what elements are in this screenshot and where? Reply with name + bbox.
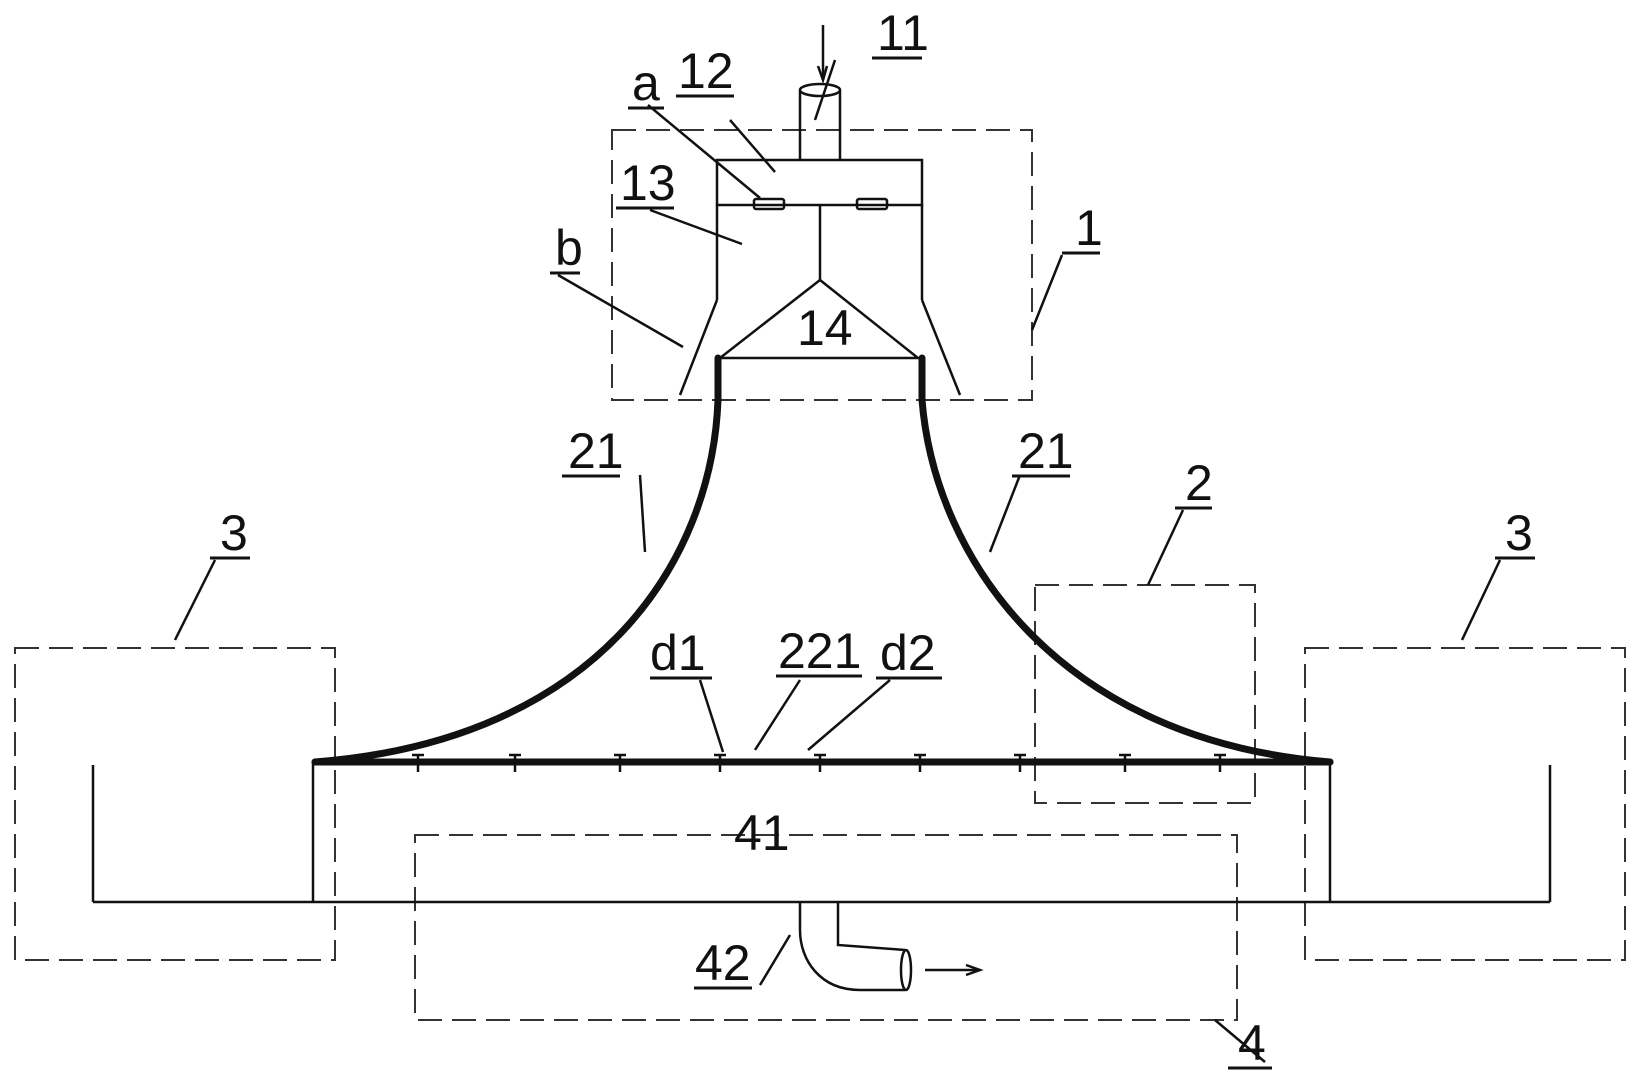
label-14: 14 (797, 300, 853, 356)
label-11: 11 (877, 5, 929, 61)
label-d2: d2 (880, 625, 936, 681)
label-41: 41 (734, 805, 790, 861)
label-12: 12 (678, 43, 734, 99)
inlet-pipe (798, 25, 842, 160)
label-b: b (555, 220, 583, 276)
label-1: 1 (1075, 200, 1103, 256)
label-21-left: 21 (568, 423, 624, 479)
label-d1: d1 (650, 625, 706, 681)
label-a: a (632, 55, 660, 111)
leader-lines (173, 59, 1502, 1063)
label-3-right: 3 (1505, 505, 1533, 561)
label-2: 2 (1185, 455, 1213, 511)
base-plate (311, 753, 1334, 772)
region-3-left-box (14, 647, 336, 961)
label-42: 42 (695, 935, 751, 991)
region-2-box (1034, 584, 1256, 804)
label-13: 13 (620, 155, 676, 211)
label-21-right: 21 (1018, 423, 1074, 479)
label-4: 4 (1238, 1015, 1266, 1071)
basin (91, 762, 1552, 904)
region-1-box (611, 129, 1033, 401)
region-4-box (414, 834, 1238, 1021)
label-3-left: 3 (220, 505, 248, 561)
cone-14 (716, 278, 922, 360)
label-221: 221 (778, 623, 861, 679)
outlet-pipe (798, 902, 984, 992)
curved-skirt (311, 354, 1334, 766)
region-3-right-box (1304, 647, 1626, 961)
distributor-head (678, 158, 962, 396)
